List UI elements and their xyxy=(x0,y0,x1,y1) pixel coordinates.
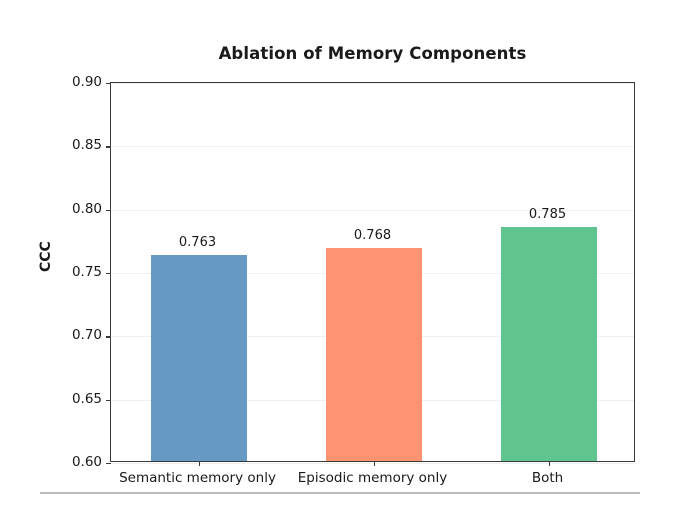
gridline xyxy=(111,83,634,84)
y-tick-label: 0.60 xyxy=(71,454,102,470)
x-tick-mark xyxy=(548,461,550,466)
y-tick-mark xyxy=(106,463,111,465)
bottom-separator xyxy=(40,492,640,494)
y-tick-label: 0.80 xyxy=(71,200,102,217)
bar-value-label: 0.763 xyxy=(178,234,217,250)
y-tick-label: 0.85 xyxy=(71,137,102,154)
bar-1 xyxy=(150,254,247,461)
x-tick-label: Episodic memory only xyxy=(297,470,448,486)
x-tick-label: Both xyxy=(531,470,564,486)
y-tick-mark xyxy=(106,146,111,148)
gridline xyxy=(111,209,634,211)
bar-value-label: 0.768 xyxy=(353,228,392,244)
y-tick-mark xyxy=(106,83,111,85)
x-tick-label: Semantic memory only xyxy=(119,470,276,486)
y-tick-mark xyxy=(106,209,111,212)
gridline xyxy=(111,463,634,464)
y-tick-label: 0.70 xyxy=(71,327,102,344)
bar-value-label: 0.785 xyxy=(528,206,567,222)
gridline xyxy=(111,146,634,148)
bar-2 xyxy=(325,248,422,461)
x-tick-mark xyxy=(373,461,375,466)
y-tick-mark xyxy=(106,399,111,402)
x-tick-mark xyxy=(198,461,200,466)
y-tick-mark xyxy=(106,336,111,338)
plot-area xyxy=(106,82,635,466)
page-title: Ablation of Memory Components xyxy=(218,44,527,63)
y-tick-label: 0.90 xyxy=(71,74,102,90)
y-tick-mark xyxy=(106,273,111,275)
y-tick-label: 0.65 xyxy=(71,390,102,407)
bar-3 xyxy=(500,226,597,461)
y-tick-label: 0.75 xyxy=(71,264,102,280)
